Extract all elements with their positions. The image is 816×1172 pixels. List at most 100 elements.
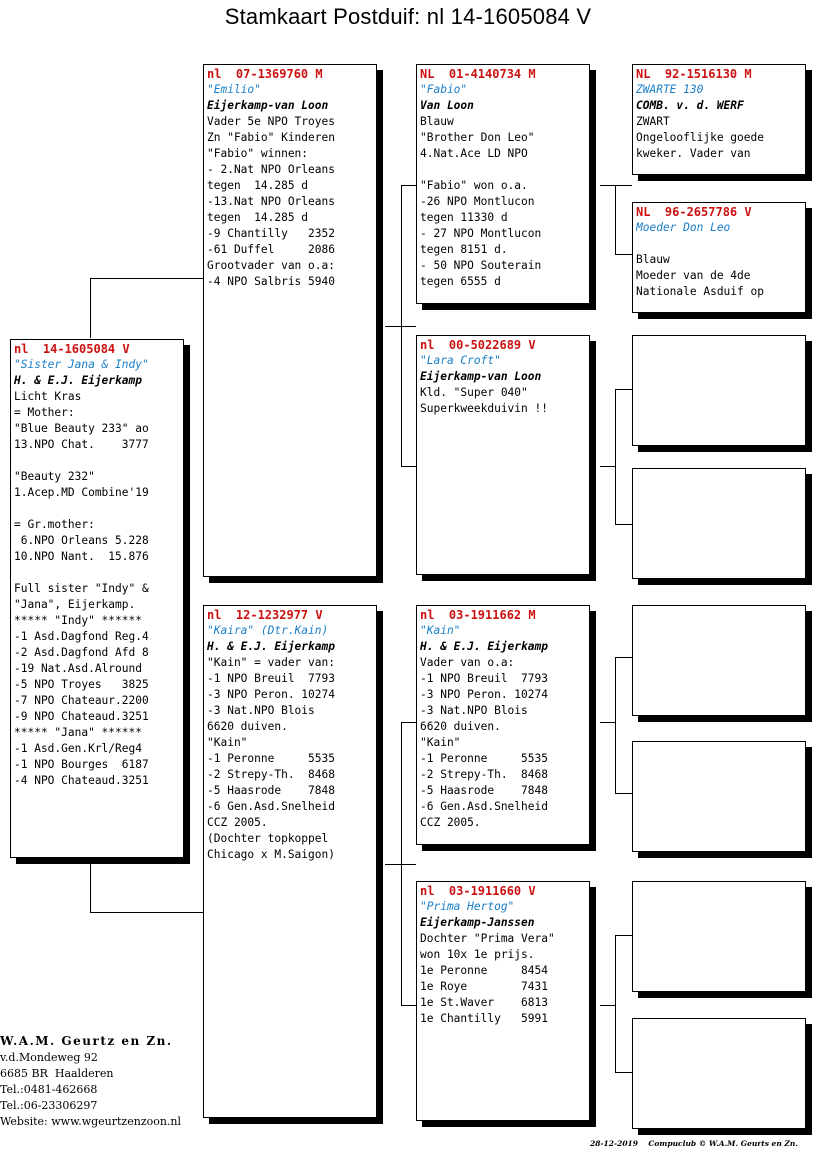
pigeon-card-dam-dam[interactable]: nl 03-1911660 V"Prima Hertog"Eijerkamp-J…	[416, 881, 590, 1121]
info-line: Kld. "Super 040"	[420, 386, 528, 399]
info-line: = Gr.mother:	[14, 518, 95, 531]
info-line: -3 NPO Peron. 10274	[207, 688, 335, 701]
connector-line	[615, 254, 632, 255]
pigeon-name: "Sister Jana & Indy"	[14, 358, 149, 371]
breeder-name: Eijerkamp-van Loon	[207, 99, 329, 112]
info-line: 6620 duiven.	[207, 720, 288, 733]
info-line: "Kain"	[420, 736, 461, 749]
info-line: kweker. Vader van	[636, 147, 751, 160]
info-line: - 50 NPO Souterain	[420, 259, 542, 272]
info-line: Moeder van de 4de	[636, 269, 751, 282]
breeder-phone: Tel.:0481-462668	[0, 1083, 98, 1096]
ring-number: NL 92-1516130 M	[636, 67, 752, 81]
footer-credit: 28-12-2019 Compuclub © W.A.M. Geurts en …	[590, 1139, 798, 1148]
info-line: -26 NPO Montlucon	[420, 195, 535, 208]
info-line: -2 Strepy-Th. 8468	[420, 768, 548, 781]
info-line: 1e Roye 7431	[420, 980, 548, 993]
info-line: 1.Acep.MD Combine'19	[14, 486, 149, 499]
info-line: -1 Asd.Gen.Krl/Reg4	[14, 742, 142, 755]
pigeon-name: "Lara Croft"	[420, 354, 501, 367]
pigeon-card-ggp-8[interactable]	[632, 1018, 806, 1129]
info-line: "Jana", Eijerkamp.	[14, 598, 136, 611]
pigeon-name: "Prima Hertog"	[420, 900, 515, 913]
info-line: "Beauty 232"	[14, 470, 95, 483]
breeder-website: Website: www.wgeurtzenzoon.nl	[0, 1115, 182, 1128]
info-line: 1e St.Waver 6813	[420, 996, 548, 1009]
connector-line	[385, 864, 416, 865]
info-line: "Fabio" winnen:	[207, 147, 309, 160]
pigeon-card-ggp-5[interactable]	[632, 605, 806, 716]
info-line: "Kain" = vader van:	[207, 656, 335, 669]
breeder-name: COMB. v. d. WERF	[636, 99, 744, 112]
info-line: "Fabio" won o.a.	[420, 179, 528, 192]
info-line: - 27 NPO Montlucon	[420, 227, 542, 240]
info-line: -3 Nat.NPO Blois	[207, 704, 315, 717]
info-line: -1 Peronne 5535	[420, 752, 548, 765]
pigeon-card-dam-sire[interactable]: nl 03-1911662 M"Kain"H. & E.J. Eijerkamp…	[416, 605, 590, 845]
breeder-name: H. & E.J. Eijerkamp	[14, 374, 142, 387]
pigeon-card-sire[interactable]: nl 07-1369760 M"Emilio"Eijerkamp-van Loo…	[203, 64, 377, 577]
connector-line	[401, 722, 402, 1006]
info-line	[14, 565, 180, 581]
connector-line	[401, 466, 416, 467]
info-line: tegen 8151 d.	[420, 243, 508, 256]
connector-line	[401, 722, 416, 723]
info-line: -5 Haasrode 7848	[420, 784, 548, 797]
info-line: -1 Asd.Dagfond Reg.4	[14, 630, 149, 643]
breeder-name: W.A.M. Geurtz en Zn.	[0, 1034, 173, 1048]
info-line: -2 Asd.Dagfond Afd 8	[14, 646, 149, 659]
connector-line	[600, 1005, 616, 1006]
info-line: Chicago x M.Saigon)	[207, 848, 335, 861]
connector-line	[615, 657, 632, 658]
breeder-postcode: 6685 BR Haalderen	[0, 1067, 114, 1080]
info-line: 10.NPO Nant. 15.876	[14, 550, 149, 563]
connector-line	[615, 935, 632, 936]
breeder-info: W.A.M. Geurtz en Zn. v.d.Mondeweg 92 668…	[0, 1032, 181, 1130]
info-line: Zn "Fabio" Kinderen	[207, 131, 335, 144]
pigeon-card-ggp-3[interactable]	[632, 335, 806, 446]
info-line: Blauw	[420, 115, 454, 128]
info-line: -4 NPO Salbris 5940	[207, 275, 335, 288]
info-line: -1 NPO Breuil 7793	[207, 672, 335, 685]
info-line: -3 NPO Peron. 10274	[420, 688, 548, 701]
pigeon-card-ggp-6[interactable]	[632, 741, 806, 852]
pigeon-card-sire-dam[interactable]: nl 00-5022689 V"Lara Croft"Eijerkamp-van…	[416, 335, 590, 575]
pigeon-card-ggp-7[interactable]	[632, 881, 806, 992]
info-line: tegen 14.285 d	[207, 211, 309, 224]
pigeon-card-subject[interactable]: nl 14-1605084 V"Sister Jana & Indy"H. & …	[10, 339, 184, 858]
pigeon-name: Moeder Don Leo	[636, 221, 731, 234]
info-line: 4.Nat.Ace LD NPO	[420, 147, 528, 160]
info-line: CCZ 2005.	[207, 816, 268, 829]
pigeon-name: "Kaira" (Dtr.Kain)	[207, 624, 329, 637]
connector-line	[615, 185, 616, 254]
breeder-mobile: Tel.:06-23306297	[0, 1099, 98, 1112]
breeder-name: H. & E.J. Eijerkamp	[207, 640, 335, 653]
connector-line	[600, 722, 616, 723]
info-line: -61 Duffel 2086	[207, 243, 335, 256]
ring-number: nl 07-1369760 M	[207, 67, 323, 81]
breeder-name: Eijerkamp-Janssen	[420, 916, 535, 929]
connector-line	[401, 1005, 416, 1006]
pigeon-name: ZWARTE 130	[636, 83, 704, 96]
info-line	[14, 501, 180, 517]
pigeon-card-dam[interactable]: nl 12-1232977 V"Kaira" (Dtr.Kain)H. & E.…	[203, 605, 377, 1118]
info-line: tegen 11330 d	[420, 211, 508, 224]
ring-number: nl 00-5022689 V	[420, 338, 536, 352]
pigeon-name: "Fabio"	[420, 83, 468, 96]
connector-line	[615, 389, 632, 390]
info-line: -1 NPO Breuil 7793	[420, 672, 548, 685]
connector-line	[90, 278, 91, 338]
pigeon-card-ggp-4[interactable]	[632, 468, 806, 579]
info-line: Licht Kras	[14, 390, 82, 403]
info-line: CCZ 2005.	[420, 816, 481, 829]
ring-number: NL 96-2657786 V	[636, 205, 752, 219]
info-line: tegen 6555 d	[420, 275, 501, 288]
breeder-name	[636, 236, 802, 252]
info-line: Nationale Asduif op	[636, 285, 764, 298]
connector-line	[90, 278, 203, 279]
info-line: ZWART	[636, 115, 670, 128]
info-line: -5 NPO Troyes 3825	[14, 678, 149, 691]
